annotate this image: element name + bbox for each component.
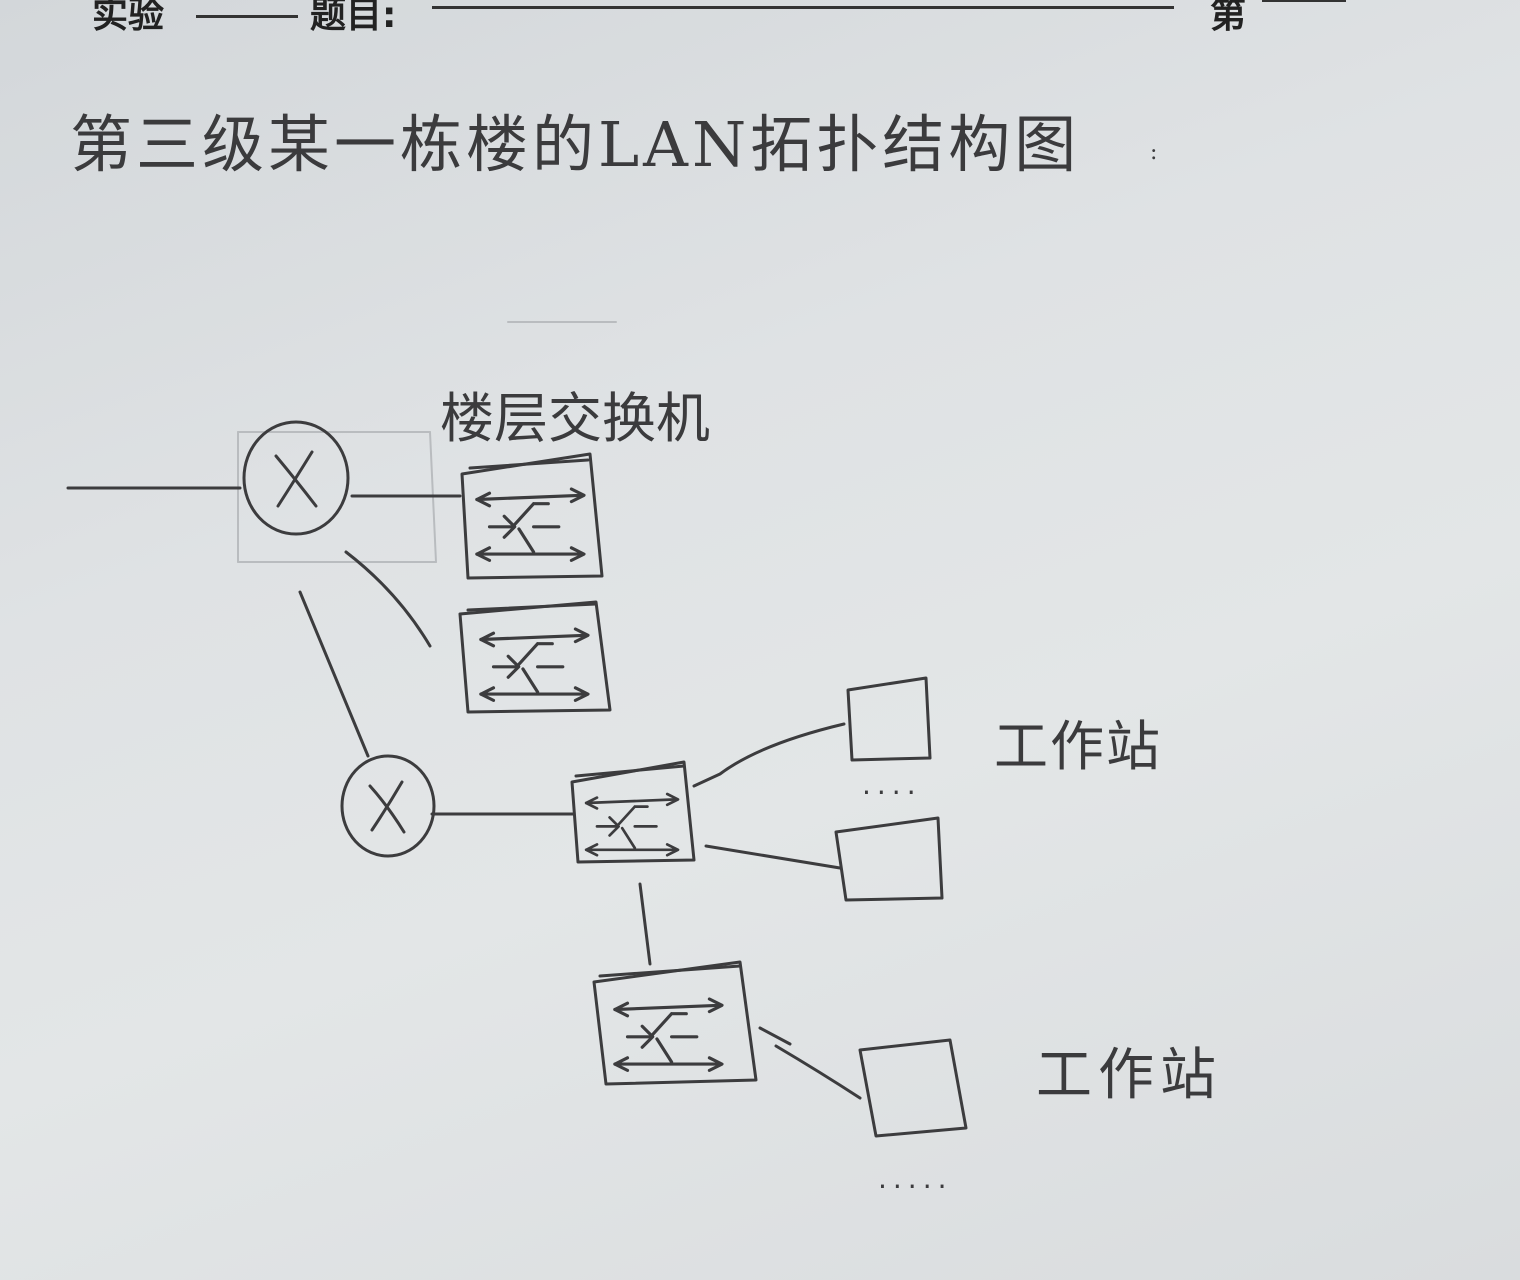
- link-router-to-floor-switch-2: [344, 550, 432, 648]
- number-label: 第: [1210, 0, 1247, 36]
- link-switch-to-workstation-a: [692, 722, 846, 788]
- workstation-label-2: 工作站: [1036, 1043, 1222, 1108]
- topic-label: 题目:: [310, 0, 397, 36]
- workstation-label-1: 工作站: [994, 715, 1162, 778]
- number-blank-line: [1262, 0, 1346, 2]
- floor-switch-label: 楼层交换机: [440, 387, 710, 450]
- center-switch: [570, 760, 696, 864]
- router-top: [242, 420, 350, 536]
- workstation-c: [858, 1038, 968, 1138]
- ellipsis-lower: ·····: [878, 1170, 953, 1203]
- workstation-a: [846, 676, 932, 762]
- ellipsis-upper: ····: [862, 776, 922, 809]
- link-center-to-bottom-switch: [638, 882, 652, 966]
- experiment-blank-line: [196, 15, 298, 18]
- bottom-switch: [592, 960, 758, 1086]
- link-switch-to-workstation-c: [758, 1026, 862, 1100]
- faint-guide-lines: [237, 321, 617, 563]
- title-colon: :: [1150, 140, 1158, 165]
- workstation-b: [834, 816, 944, 902]
- floor-switch-1: [460, 452, 604, 580]
- topic-blank-line: [432, 6, 1174, 9]
- floor-switch-2: [458, 600, 612, 714]
- experiment-label: 实验: [92, 0, 165, 36]
- link-router-top-to-router-bottom: [298, 590, 370, 758]
- router-bottom: [340, 754, 436, 858]
- link-switch-to-workstation-b: [704, 844, 842, 870]
- diagram-title: 第三级某一栋楼的LAN拓扑结构图: [70, 108, 1081, 181]
